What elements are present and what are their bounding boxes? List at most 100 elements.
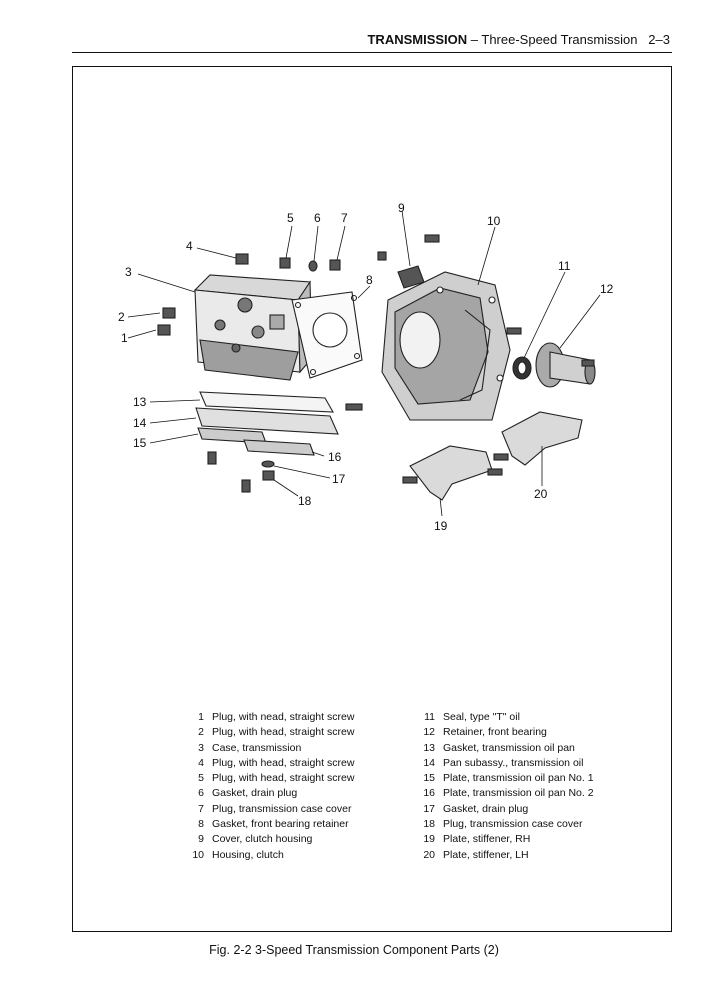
part-item: 13 Gasket, transmission oil pan xyxy=(401,741,610,756)
callout-numbers: 1 2 3 4 5 6 7 8 9 10 11 12 13 14 15 16 1… xyxy=(118,201,614,533)
header-section: TRANSMISSION xyxy=(367,32,468,47)
part-item: 1 Plug, with nead, straight screw xyxy=(170,710,379,725)
running-header: TRANSMISSION – Three-Speed Transmission … xyxy=(367,32,670,47)
callout-18: 18 xyxy=(298,494,312,508)
part-number: 17 xyxy=(423,802,435,815)
callout-3: 3 xyxy=(125,265,132,279)
part-item: 14 Pan subassy., transmission oil xyxy=(401,756,610,771)
callout-2: 2 xyxy=(118,310,125,324)
figure-caption: Fig. 2-2 3-Speed Transmission Component … xyxy=(209,943,499,957)
part-label: Housing, clutch xyxy=(212,848,284,861)
callout-16: 16 xyxy=(328,450,342,464)
stiffener-plate-lh xyxy=(501,411,583,466)
part-label: Plate, transmission oil pan No. 2 xyxy=(443,787,594,800)
part-item: 15 Plate, transmission oil pan No. 1 xyxy=(401,771,610,786)
part-label: Retainer, front bearing xyxy=(443,726,547,739)
callout-10: 10 xyxy=(487,214,501,228)
part-number: 12 xyxy=(423,726,435,739)
part-label: Plug, with head, straight screw xyxy=(212,772,355,785)
callout-1: 1 xyxy=(121,331,128,345)
part-label: Plug, with head, straight screw xyxy=(212,756,355,769)
part-label: Seal, type "T" oil xyxy=(443,711,520,723)
part-item: 2 Plug, with head, straight screw xyxy=(170,725,379,740)
part-label: Gasket, front bearing retainer xyxy=(212,818,349,831)
part-label: Plug, with head, straight screw xyxy=(212,726,355,739)
part-label: Gasket, transmission oil pan xyxy=(443,741,575,754)
part-item: 8 Gasket, front bearing retainer xyxy=(170,817,379,832)
callout-19: 19 xyxy=(434,519,448,533)
part-label: Gasket, drain plug xyxy=(443,802,529,815)
clutch-housing xyxy=(381,271,511,421)
part-label: Cover, clutch housing xyxy=(212,833,313,846)
callout-13: 13 xyxy=(133,395,147,409)
part-item: 19 Plate, stiffener, RH xyxy=(401,832,610,847)
transmission-case xyxy=(193,274,313,381)
part-number: 7 xyxy=(198,802,204,815)
part-number: 11 xyxy=(424,711,435,723)
part-item: 18 Plug, transmission case cover xyxy=(401,817,610,832)
part-item: 17 Gasket, drain plug xyxy=(401,802,610,817)
part-item: 4 Plug, with head, straight screw xyxy=(170,756,379,771)
part-number: 4 xyxy=(198,756,204,769)
part-item: 12 Retainer, front bearing xyxy=(401,725,610,740)
callout-5: 5 xyxy=(287,211,294,225)
oil-pan xyxy=(195,407,339,435)
leader-lines xyxy=(127,210,601,517)
part-item: 9 Cover, clutch housing xyxy=(170,832,379,847)
callout-6: 6 xyxy=(314,211,321,225)
part-item: 3 Case, transmission xyxy=(170,741,379,756)
part-number: 5 xyxy=(198,772,204,785)
part-item: 6 Gasket, drain plug xyxy=(170,786,379,801)
part-item: 20 Plate, stiffener, LH xyxy=(401,848,610,863)
figure-frame xyxy=(72,66,672,932)
exploded-view-illustration: 1 2 3 4 5 6 7 8 9 10 11 12 13 14 15 16 1… xyxy=(118,201,614,533)
part-number: 9 xyxy=(198,833,204,846)
callout-7: 7 xyxy=(341,211,348,225)
part-label: Plug, transmission case cover xyxy=(443,818,583,831)
part-number: 16 xyxy=(423,787,435,800)
part-number: 20 xyxy=(423,848,435,861)
part-number: 10 xyxy=(192,848,204,861)
part-number: 13 xyxy=(423,741,435,754)
header-rule xyxy=(72,52,672,53)
part-item: 16 Plate, transmission oil pan No. 2 xyxy=(401,786,610,801)
part-number: 14 xyxy=(423,756,435,769)
part-item: 11 Seal, type "T" oil xyxy=(401,710,610,725)
header-dash: – xyxy=(467,32,482,47)
part-number: 1 xyxy=(198,711,204,723)
part-label: Pan subassy., transmission oil xyxy=(443,756,584,769)
part-item: 5 Plug, with head, straight screw xyxy=(170,771,379,786)
part-number: 18 xyxy=(423,818,435,831)
plugs-and-bolts xyxy=(157,234,595,493)
part-label: Plug, transmission case cover xyxy=(212,802,352,815)
callout-15: 15 xyxy=(133,436,147,450)
callout-20: 20 xyxy=(534,487,548,501)
clutch-housing-cover xyxy=(397,265,425,289)
part-number: 2 xyxy=(198,726,204,739)
parts-column-right: 11 Seal, type "T" oil 12 Retainer, front b… xyxy=(401,710,610,863)
part-number: 6 xyxy=(198,787,204,800)
part-number: 15 xyxy=(423,772,435,785)
callout-4: 4 xyxy=(186,239,193,253)
part-label: Gasket, drain plug xyxy=(212,787,298,800)
part-label: Plug, with nead, straight screw xyxy=(212,711,355,723)
oil-pan-gasket xyxy=(199,391,334,413)
part-label: Plate, stiffener, RH xyxy=(443,833,531,846)
part-number: 8 xyxy=(198,818,204,831)
callout-14: 14 xyxy=(133,416,147,430)
page-number: 2–3 xyxy=(648,32,670,47)
oil-pan-plate-2 xyxy=(243,439,315,456)
part-number: 19 xyxy=(423,833,435,846)
part-number: 3 xyxy=(198,741,204,754)
callout-9: 9 xyxy=(398,201,405,215)
callout-17: 17 xyxy=(332,472,346,486)
part-label: Case, transmission xyxy=(212,741,302,754)
callout-8: 8 xyxy=(366,273,373,287)
part-item: 10 Housing, clutch xyxy=(170,848,379,863)
callout-11: 11 xyxy=(558,259,571,273)
front-bearing-gasket xyxy=(291,291,363,379)
part-label: Plate, transmission oil pan No. 1 xyxy=(443,772,594,785)
part-label: Plate, stiffener, LH xyxy=(443,848,529,861)
